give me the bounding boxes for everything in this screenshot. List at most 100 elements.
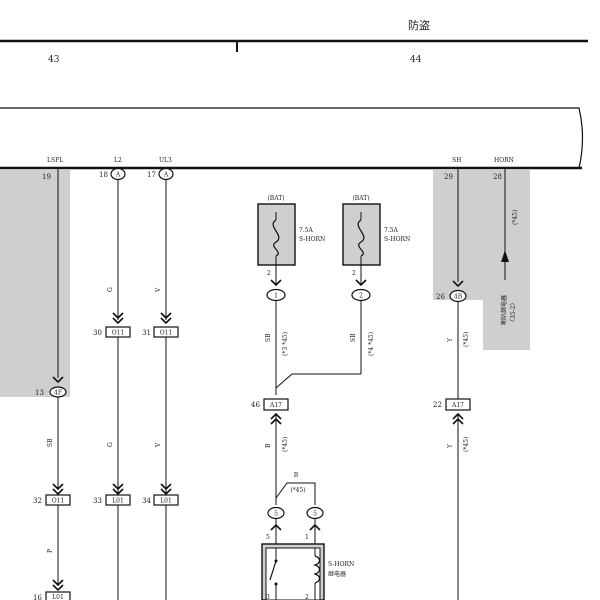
pin-number-ul3: 17: [147, 171, 156, 179]
chevron-v-lower-2: [160, 488, 172, 496]
chevron-v-upper-1: [160, 312, 172, 320]
fuse2-connector-id: 2: [359, 293, 363, 300]
horn-relay-ref-text: 喇叭继电器: [500, 295, 508, 325]
fuse1-connector-id: 1: [274, 293, 278, 300]
connector-box-l01-g: [105, 494, 131, 506]
wire-note-fuse2: (*4 *45): [368, 332, 375, 356]
connector-pin-a17-y: 22: [433, 401, 442, 409]
relay-coil: [313, 555, 321, 584]
fuse2-chevron: [355, 279, 367, 287]
fuse1-source: (BAT): [267, 195, 284, 202]
wire-note-a17: (*45): [282, 437, 289, 452]
wire-label-v-upper: V: [155, 287, 162, 293]
chevron-g-upper-2: [112, 317, 124, 325]
chevron-g-lower-1: [112, 483, 124, 491]
pin-number-lsfl: 19: [42, 173, 51, 181]
pin-name-horn: HORN: [494, 157, 514, 164]
relay-in-right-pin: 1: [305, 534, 309, 541]
fuse1-out-pin: 2: [267, 270, 271, 277]
fuse1-element: [272, 219, 280, 257]
horn-relay-ref-code: 〈35-2〉: [510, 300, 517, 325]
pin-name-ul3: UL3: [159, 157, 172, 164]
relay-in-left-id: 5: [274, 511, 278, 518]
connector-pin-l01-g: 33: [93, 497, 102, 505]
connector-pin-o11-v: 31: [142, 329, 151, 337]
connector-pin-o11-g: 30: [93, 329, 102, 337]
chevron-g-lower-2: [112, 488, 124, 496]
wire-label-sb-fuse1: SB: [265, 333, 272, 342]
section-title: 防盗: [408, 18, 430, 32]
fuse2-name: S-HORN: [384, 236, 410, 243]
wire-label-b-relay: B: [294, 472, 299, 479]
wire-label-v-lower: V: [155, 442, 162, 448]
relay-in-left-oval: [267, 506, 285, 520]
connector-box-l01-p: [45, 591, 71, 600]
chevron-v-upper-2: [160, 317, 172, 325]
connector-id-o11-sb: O11: [52, 498, 65, 505]
horn-arrow: [501, 250, 509, 262]
wire-label-y-upper: Y: [447, 337, 454, 343]
shade-lsfl: [0, 170, 70, 397]
connector-id-a17-horn: A17: [269, 402, 282, 409]
relay-switch-arm: [269, 560, 277, 581]
fuse2-element: [357, 219, 365, 257]
chevron-sb-left-1: [52, 483, 64, 491]
connector-id-l2: A: [115, 172, 121, 179]
connector-box-a17-y: [445, 398, 471, 411]
relay-pin-bottom-right: 2: [305, 594, 309, 600]
wire-relay-bridge: [275, 482, 316, 505]
wire-label-b-a17: B: [265, 443, 272, 448]
connector-id-l01-v: L01: [160, 498, 172, 505]
relay-pin-bottom-left: 3: [266, 594, 270, 600]
connector-pin-o11-sb: 32: [33, 497, 42, 505]
fuse1-rating: 7.5A: [299, 227, 314, 234]
fuse2-out-pin: 2: [352, 270, 356, 277]
wire-label-sb-left: SB: [47, 438, 54, 447]
connector-oval-4b: [449, 289, 467, 303]
pin-number-sh: 29: [444, 173, 453, 181]
fuse2-rating: 7.5A: [384, 227, 399, 234]
connector-id-o11-g: O11: [112, 330, 125, 337]
wire-note-relay: (*45): [290, 487, 305, 494]
connector-pin-l01-p: 16: [33, 594, 42, 600]
page-number-right: 44: [410, 55, 422, 65]
pin-name-lsfl: LSFL: [47, 157, 63, 164]
connector-pin-4f: 13: [35, 389, 44, 397]
chevron-p-left-1: [52, 579, 64, 587]
connector-id-a17-y: A17: [451, 402, 464, 409]
connector-oval-l2: [110, 167, 126, 181]
chevron-g-upper-1: [112, 312, 124, 320]
wire-label-p-left: P: [47, 549, 54, 553]
wire-note-fuse1: (*3 *45): [282, 332, 289, 356]
chevron-p-left-2: [52, 584, 64, 592]
connector-id-4f: 4F: [54, 390, 62, 397]
fuse2-source: (BAT): [352, 195, 369, 202]
pin-number-horn: 28: [493, 173, 502, 181]
connector-id-o11-v: O11: [160, 330, 173, 337]
relay-subname: 继电器: [328, 570, 346, 578]
chevron-sh: [452, 280, 464, 288]
relay-name: S-HORN: [328, 561, 354, 568]
wire-note-y-lower: (*45): [463, 437, 470, 452]
chevron-sb-left-2: [52, 488, 64, 496]
relay-in-left-pin: 5: [266, 534, 270, 541]
fuse1-chevron: [270, 279, 282, 287]
wire-label-sb-fuse2: SB: [350, 333, 357, 342]
connector-pin-4b: 26: [436, 293, 445, 301]
relay-in-right-id: 5: [313, 511, 317, 518]
fuse1-name: S-HORN: [299, 236, 325, 243]
relay-inner: [265, 547, 321, 600]
chevron-v-lower-1: [160, 483, 172, 491]
chevron-lsfl: [52, 376, 64, 384]
wire-fuse2-join: [275, 373, 361, 389]
wire-note-y-upper: (*45): [463, 332, 470, 347]
connector-box-a17-horn: [263, 398, 289, 411]
relay-in-right-oval: [306, 506, 324, 520]
connector-oval-ul3: [158, 167, 174, 181]
pin-name-l2: L2: [114, 157, 122, 164]
page-number-left: 43: [48, 55, 60, 65]
wire-label-g-upper: G: [107, 287, 114, 292]
connector-id-ul3: A: [163, 172, 169, 179]
pin-name-sh: SH: [452, 157, 461, 164]
